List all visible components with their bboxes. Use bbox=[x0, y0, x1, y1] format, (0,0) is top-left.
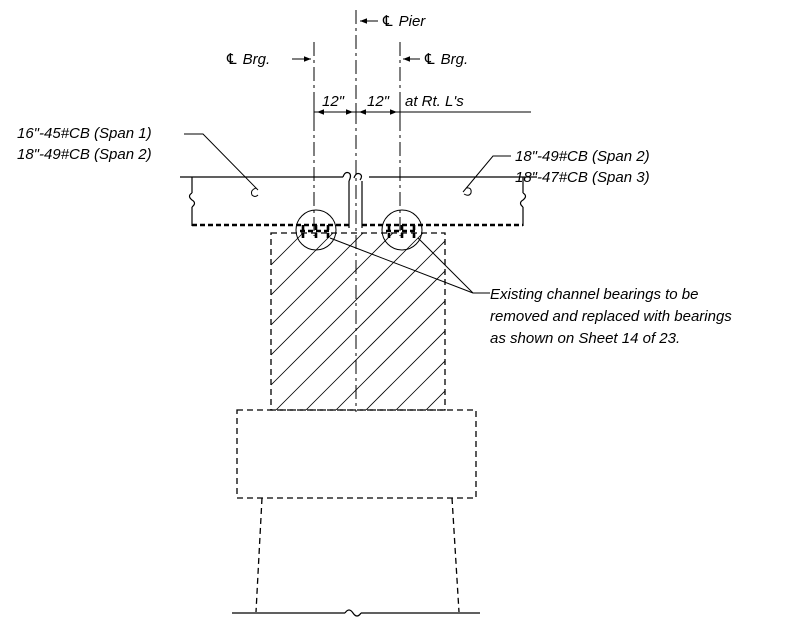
left-beam-label-span1: 16"-45#CB (Span 1) bbox=[17, 125, 152, 142]
dimension-left-label: 12" bbox=[322, 93, 345, 110]
dimension-line: 12" 12" at Rt. L's bbox=[313, 93, 531, 120]
bearing-cl-right-label: ℄ Brg. bbox=[423, 51, 468, 68]
bearing-left bbox=[295, 209, 337, 251]
right-beam-labels: 18"-49#CB (Span 2) 18"-47#CB (Span 3) bbox=[462, 148, 650, 196]
bearing-note-line-2: removed and replaced with bearings bbox=[490, 308, 732, 325]
ground-line bbox=[232, 609, 480, 617]
pier-body bbox=[236, 409, 477, 499]
bearing-note-line-1: Existing channel bearings to be bbox=[490, 286, 698, 303]
left-beam-end bbox=[188, 177, 196, 226]
dimension-note-label: at Rt. L's bbox=[405, 93, 464, 110]
bearing-cl-left-label-group: ℄ Brg. bbox=[225, 51, 311, 68]
pier-cap-hatching bbox=[271, 233, 445, 410]
bearing-cl-right-label-group: ℄ Brg. bbox=[403, 51, 468, 68]
pier-column bbox=[255, 497, 460, 613]
left-beam-labels: 16"-45#CB (Span 1) 18"-49#CB (Span 2) bbox=[17, 125, 259, 197]
right-beam-label-span2: 18"-49#CB (Span 2) bbox=[515, 148, 650, 165]
left-beam-label-span2: 18"-49#CB (Span 2) bbox=[17, 146, 152, 163]
bearing-note: Existing channel bearings to be removed … bbox=[329, 237, 732, 347]
bearing-cl-left-label: ℄ Brg. bbox=[225, 51, 270, 68]
dimension-right-label: 12" bbox=[367, 93, 390, 110]
right-beam-label-span3: 18"-47#CB (Span 3) bbox=[515, 169, 650, 186]
pier-cl-label-group: ℄ Pier bbox=[360, 13, 426, 30]
pier-cl-label: ℄ Pier bbox=[381, 13, 426, 30]
pier-cap bbox=[270, 232, 446, 411]
right-beam-end bbox=[519, 177, 527, 226]
deck-top-line bbox=[180, 171, 537, 182]
bearing-note-line-3: as shown on Sheet 14 of 23. bbox=[490, 330, 680, 347]
bearing-right bbox=[381, 209, 423, 251]
